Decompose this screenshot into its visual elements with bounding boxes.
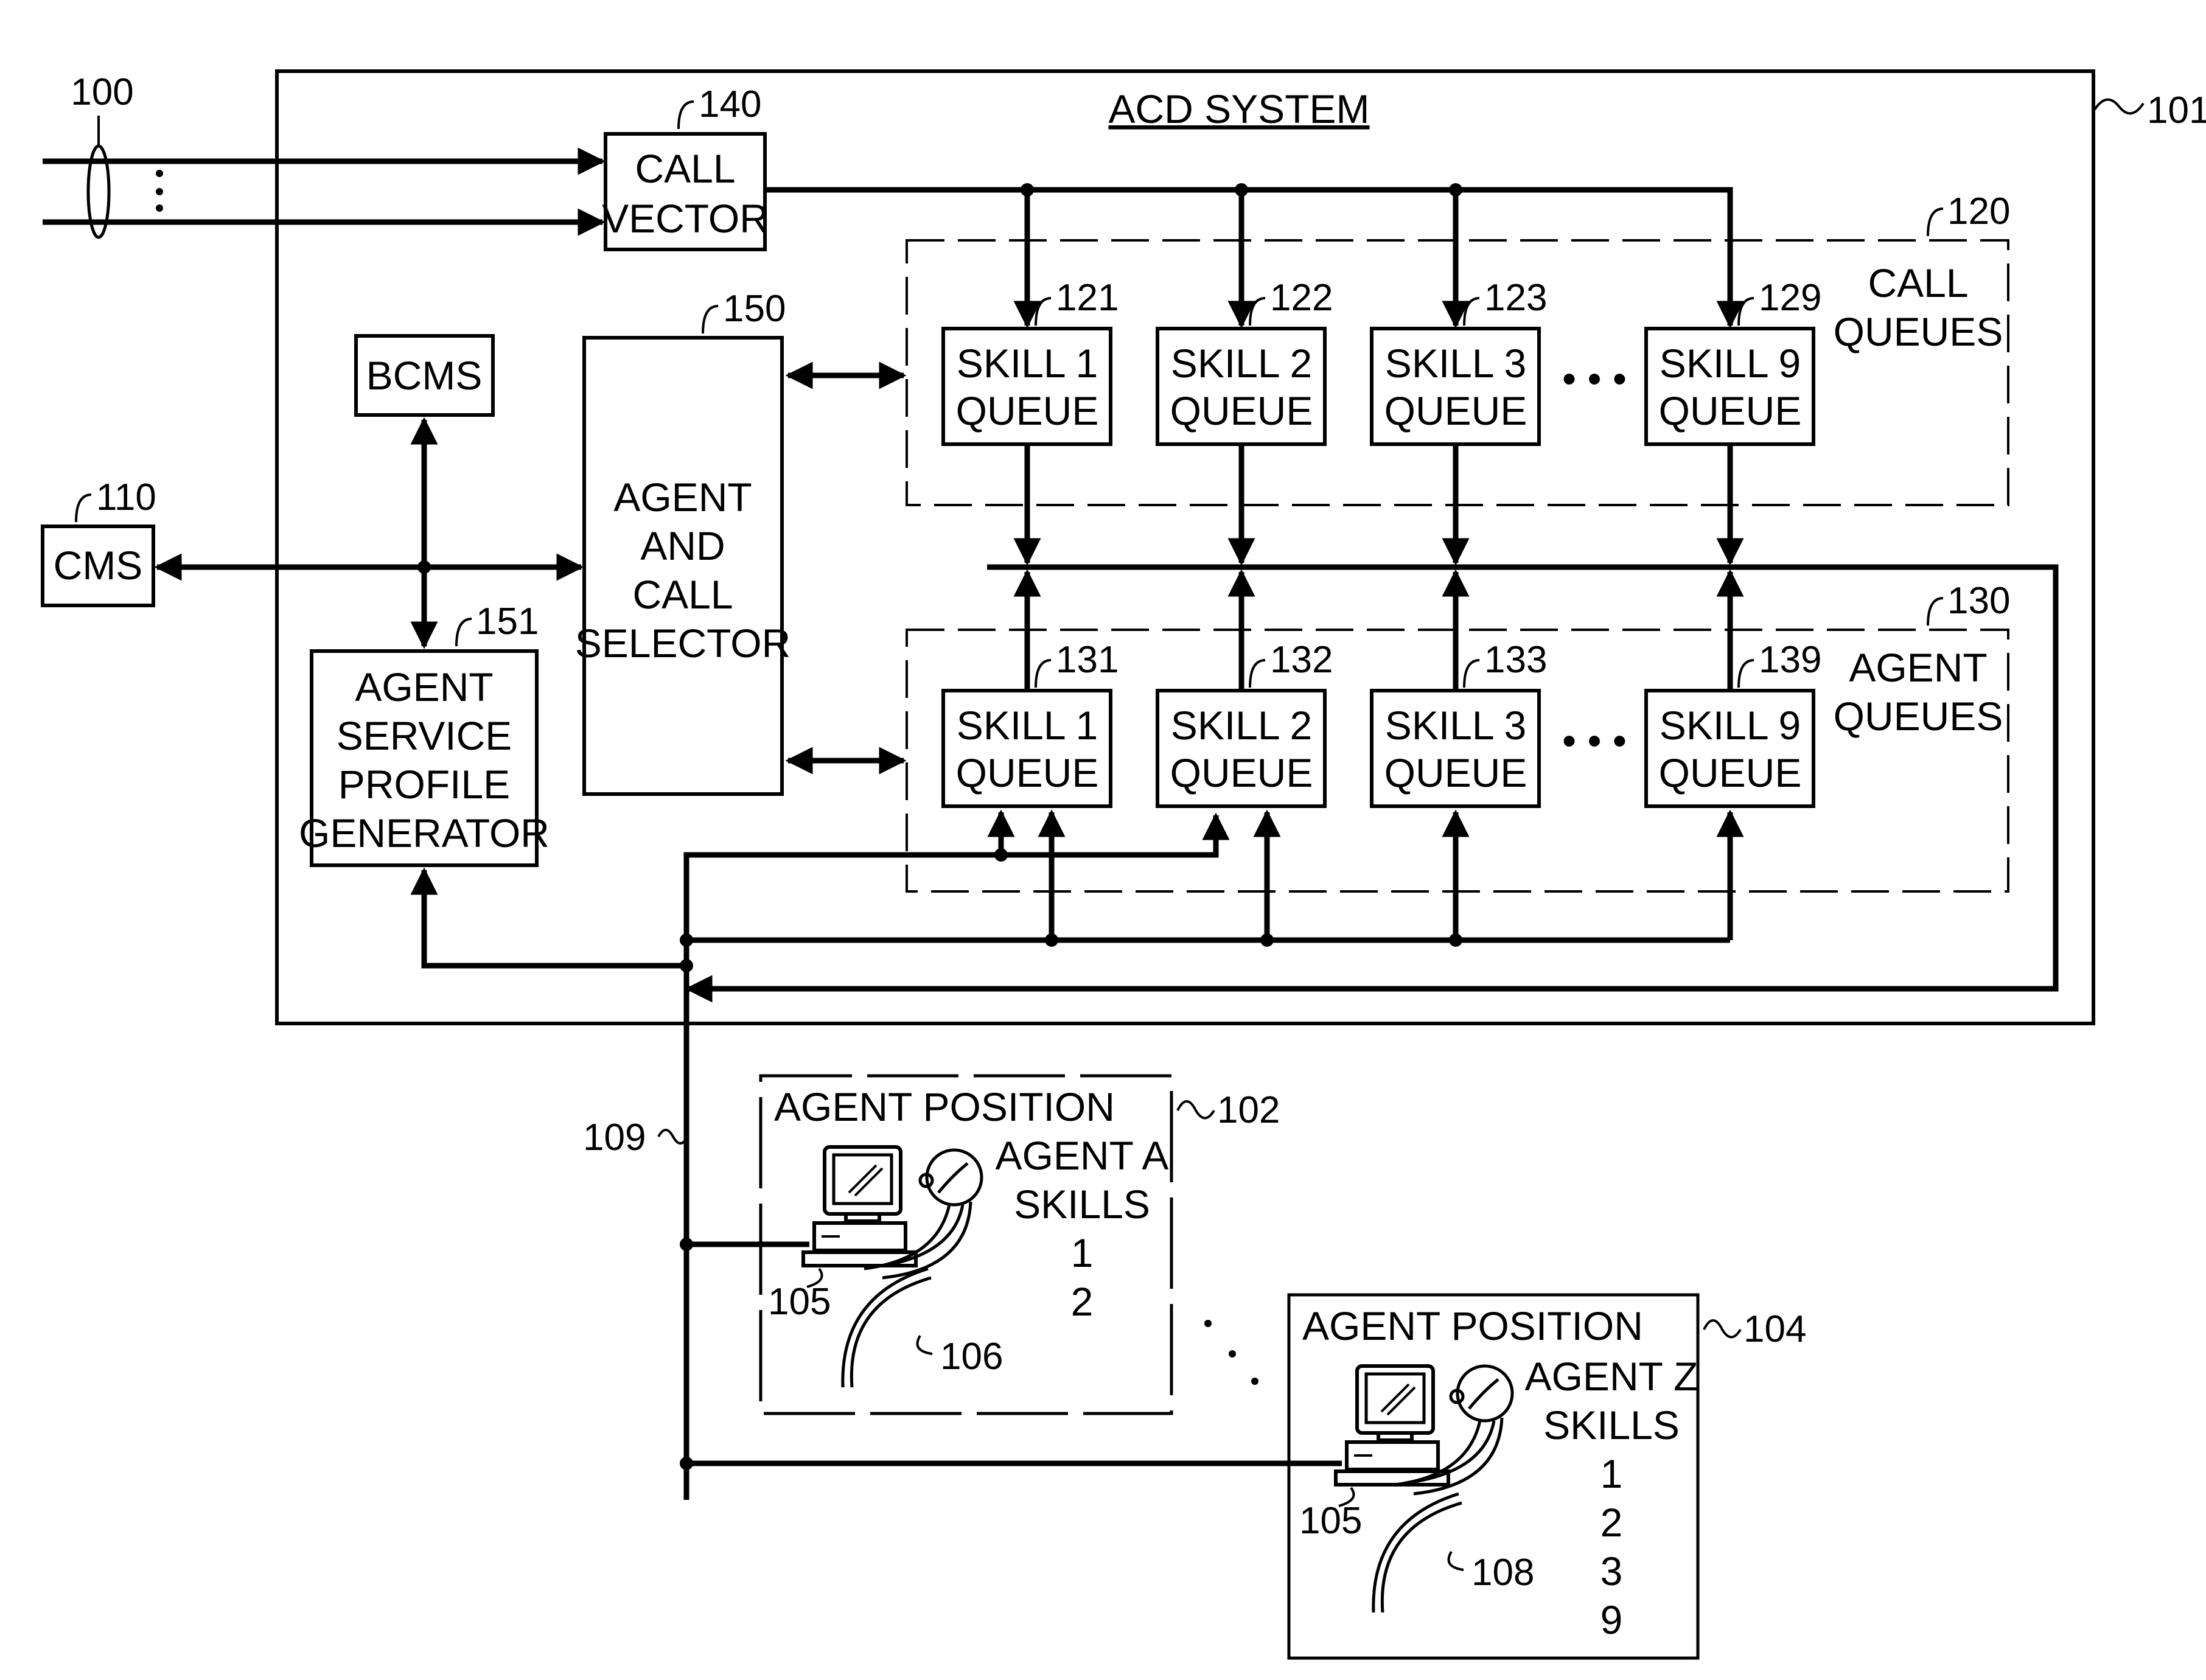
call-queue-skill-3-line-1: SKILL 3 [1385,341,1526,386]
call-queue-skill-1-line-1: SKILL 1 [957,341,1098,386]
call-queue-skill-1-ref: 121 [1056,277,1119,319]
acd-system-ref: 101 [2147,89,2206,131]
agent-bus-ref: 109 [583,1117,646,1159]
agent-a-leader [1178,1101,1214,1118]
agent-z-skill-1: 1 [1600,1451,1623,1496]
profile-generator-line-3: PROFILE [338,762,510,807]
agent-queue-skill-2-line-1: SKILL 2 [1171,703,1312,748]
call-queues-ref: 120 [1947,190,2010,232]
agent-queue-skill-9-ref: 139 [1759,639,1821,681]
agent-z-leader [1704,1320,1740,1337]
call-queue-skill-1-line-2: QUEUE [956,388,1099,433]
agent-queue-skill-2-line-2: QUEUE [1170,750,1313,795]
agent-a-skills-label: SKILLS [1014,1182,1150,1227]
acd-system-frame [277,71,2093,1023]
agent-queues-label-2: QUEUES [1834,694,2003,739]
call-queue-skill-9-line-2: QUEUE [1659,388,1802,433]
agent-a-name: AGENT A [996,1133,1169,1178]
agent-a-headset-ref: 106 [940,1336,1003,1378]
call-queues-label-2: QUEUES [1834,309,2003,354]
agent-z-skills-label: SKILLS [1543,1403,1680,1448]
selector-line-1: AGENT [613,475,752,520]
cms-leader [76,495,91,522]
bcms-label: BCMS [366,353,483,398]
agent-queue-skill-3-ref: 133 [1484,639,1547,681]
call-vector-line-1: CALL [635,146,735,191]
profile-generator-ref: 151 [476,601,539,643]
agent-z-skill-2: 2 [1600,1500,1623,1545]
agent-queue-skill-1-ref: 131 [1056,639,1119,681]
call-vector-line-2: VECTOR [602,196,769,241]
agent-a-title: AGENT POSITION [774,1084,1115,1129]
agent-queue-skill-3-line-1: SKILL 3 [1385,703,1526,748]
selector-line-2: AND [640,523,725,568]
agent-position-z: AGENT POSITION AGENT Z SKILLS 1 2 3 9 [686,1295,1698,1658]
profile-generator-line-4: GENERATOR [299,810,550,856]
agent-queue-skill-1-line-2: QUEUE [956,750,1099,795]
agent-queue-skill-1-line-1: SKILL 1 [957,703,1098,748]
agent-continuation-dot [1229,1350,1236,1358]
call-vector-ref: 140 [699,83,761,125]
call-queue-skill-3-ref: 123 [1484,277,1547,319]
agent-a-skill-2: 2 [1071,1279,1094,1324]
call-queue-skill-2-line-1: SKILL 2 [1171,341,1312,386]
agent-z-headset-ref: 108 [1471,1552,1534,1594]
call-queue-skill-9-ref: 129 [1759,277,1821,319]
agent-a-terminal-ref: 105 [768,1281,831,1323]
cms-ref: 110 [96,476,156,518]
agent-continuation-dot [1251,1378,1258,1385]
selector-line-4: SELECTOR [575,621,791,666]
agent-queue-skill-2-ref: 132 [1270,639,1333,681]
agent-z-ref: 104 [1744,1308,1806,1350]
selector-ref: 150 [723,288,786,330]
cms-label: CMS [54,543,143,588]
agent-z-terminal-icon [1336,1366,1448,1485]
agent-queue-skill-9-line-1: SKILL 9 [1660,703,1801,748]
agent-queues-label-1: AGENT [1849,645,1987,690]
agent-continuation-dot [1204,1320,1212,1327]
trunk-group-ref: 100 [71,71,133,113]
agent-z-name: AGENT Z [1525,1354,1698,1399]
agent-queue-skill-3-line-2: QUEUE [1384,750,1527,795]
selector-line-3: CALL [632,572,733,617]
call-queue-skill-2-line-2: QUEUE [1170,388,1313,433]
call-queue-ellipsis: • • • [1562,356,1627,401]
agent-z-skill-4: 9 [1600,1597,1623,1642]
agent-a-ref: 102 [1217,1089,1280,1131]
agent-position-a: AGENT POSITION AGENT A SKILLS 1 2 [686,1076,1171,1413]
acd-system-title: ACD SYSTEM [1108,86,1369,131]
call-queue-skill-3-line-2: QUEUE [1384,388,1527,433]
call-queue-skill-2-ref: 122 [1270,277,1333,319]
agent-queue-skill-9-line-2: QUEUE [1659,750,1802,795]
agent-queue-ellipsis: • • • [1562,718,1627,763]
agent-a-terminal-icon [803,1147,916,1266]
call-queue-skill-9-line-1: SKILL 9 [1660,341,1801,386]
call-queues-label-1: CALL [1868,260,1968,305]
agent-queues-ref: 130 [1947,580,2010,622]
agent-a-skill-1: 1 [1071,1230,1094,1275]
profile-generator-line-2: SERVICE [337,713,512,758]
agent-z-terminal-ref: 105 [1299,1500,1362,1542]
agent-z-title: AGENT POSITION [1302,1303,1643,1348]
profile-generator-line-1: AGENT [355,664,493,709]
acd-system-leader [2095,100,2143,114]
agent-z-skill-3: 3 [1600,1549,1623,1594]
